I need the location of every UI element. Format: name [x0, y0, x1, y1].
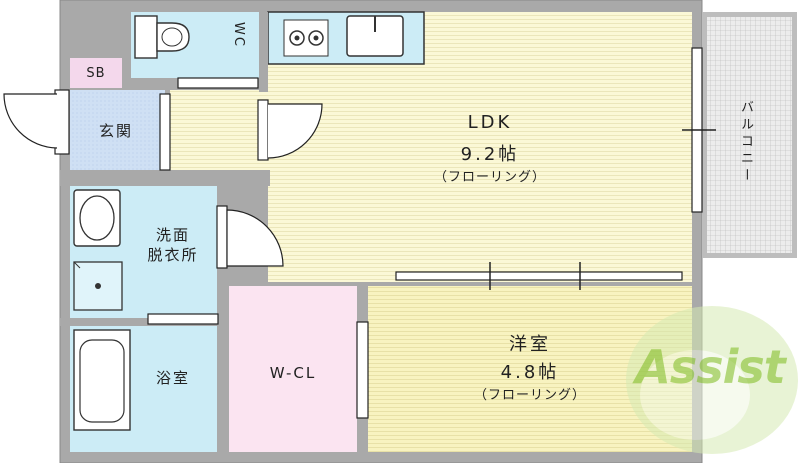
washroom-label-line1: 洗面: [155, 226, 190, 244]
ldk-floor-type: （フローリング）: [433, 170, 546, 185]
washroom-door[interactable]: [216, 205, 284, 269]
western-room-name: 洋室: [509, 334, 551, 355]
western-room-sliding-door[interactable]: [395, 271, 683, 281]
stove-burner-icon: [289, 30, 305, 46]
ldk-upper-left-floor: [170, 90, 268, 170]
wcl-sliding-door[interactable]: [356, 321, 369, 419]
entrance-inner-door[interactable]: [159, 93, 171, 171]
balcony-label: バルコニー: [738, 99, 753, 185]
stove-burner-icon: [308, 30, 324, 46]
entrance-floor: [70, 90, 165, 170]
entrance-label: 玄関: [98, 122, 133, 140]
western-room-size: 4.8帖: [500, 362, 560, 383]
balcony-area: [702, 12, 797, 258]
wc-label: WC: [231, 22, 246, 48]
assist-logo: [626, 306, 798, 454]
ldk-door[interactable]: [257, 99, 323, 161]
ldk-size: 9.2帖: [460, 144, 520, 165]
assist-watermark-text: Assist: [635, 340, 786, 394]
bathtub-icon: [73, 329, 131, 431]
washroom-sliding-door[interactable]: [147, 313, 219, 325]
kitchen-counter: [267, 11, 425, 65]
ldk-name: LDK: [467, 112, 513, 133]
washing-machine-pan-icon: [73, 261, 123, 311]
wcl-label: W-CL: [269, 364, 317, 382]
washroom-label-line2: 脱衣所: [147, 246, 199, 264]
wcl-floor: [229, 286, 357, 452]
entrance-door[interactable]: [3, 89, 70, 155]
washbasin-icon: [73, 189, 121, 247]
sb-label: SB: [86, 66, 106, 81]
toilet-icon: [134, 15, 190, 59]
wc-wall-shelf: [177, 77, 259, 89]
western-room-floor-type: （フローリング）: [473, 388, 586, 403]
sb-floor: [70, 58, 122, 88]
bath-label: 浴室: [155, 369, 190, 387]
